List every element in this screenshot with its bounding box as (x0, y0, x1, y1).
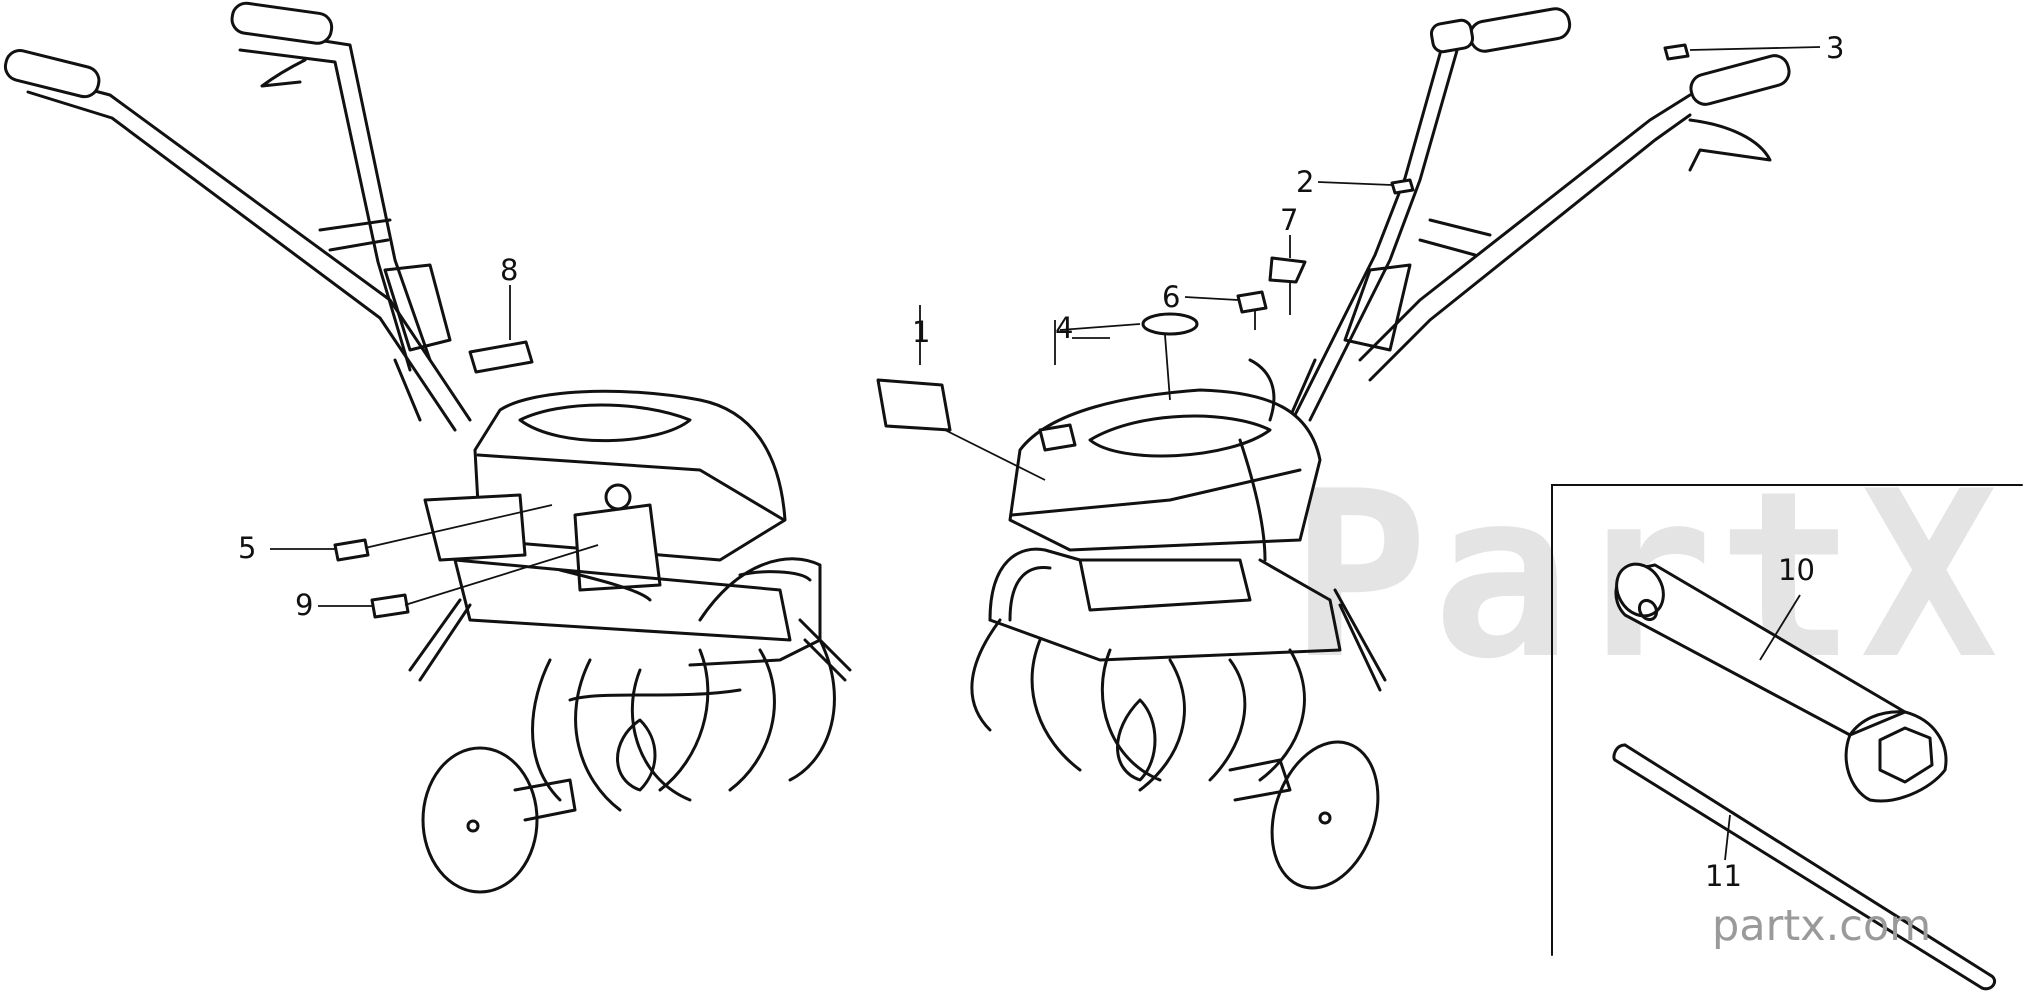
callout-3: 3 (1826, 31, 1844, 65)
callout-1: 1 (912, 315, 930, 349)
tiller-right-view (970, 7, 1791, 890)
decal-parts-left (333, 285, 599, 619)
site-watermark: partx.com (1712, 901, 1931, 951)
callout-8: 8 (500, 253, 518, 287)
callout-6: 6 (1162, 280, 1180, 314)
tiller-left-view (3, 1, 852, 894)
leader-lines (270, 46, 1821, 861)
callout-10: 10 (1778, 553, 1815, 587)
callout-11: 11 (1705, 859, 1742, 893)
decal-parts-right (876, 43, 1690, 481)
tool-inset (1551, 484, 2023, 991)
callout-labels: 1 2 3 4 5 6 7 8 9 10 11 (238, 31, 1844, 893)
callout-4: 4 (1055, 311, 1073, 345)
callout-7: 7 (1280, 203, 1298, 237)
callout-2: 2 (1296, 165, 1314, 199)
callout-5: 5 (238, 531, 256, 565)
callout-9: 9 (295, 588, 313, 622)
